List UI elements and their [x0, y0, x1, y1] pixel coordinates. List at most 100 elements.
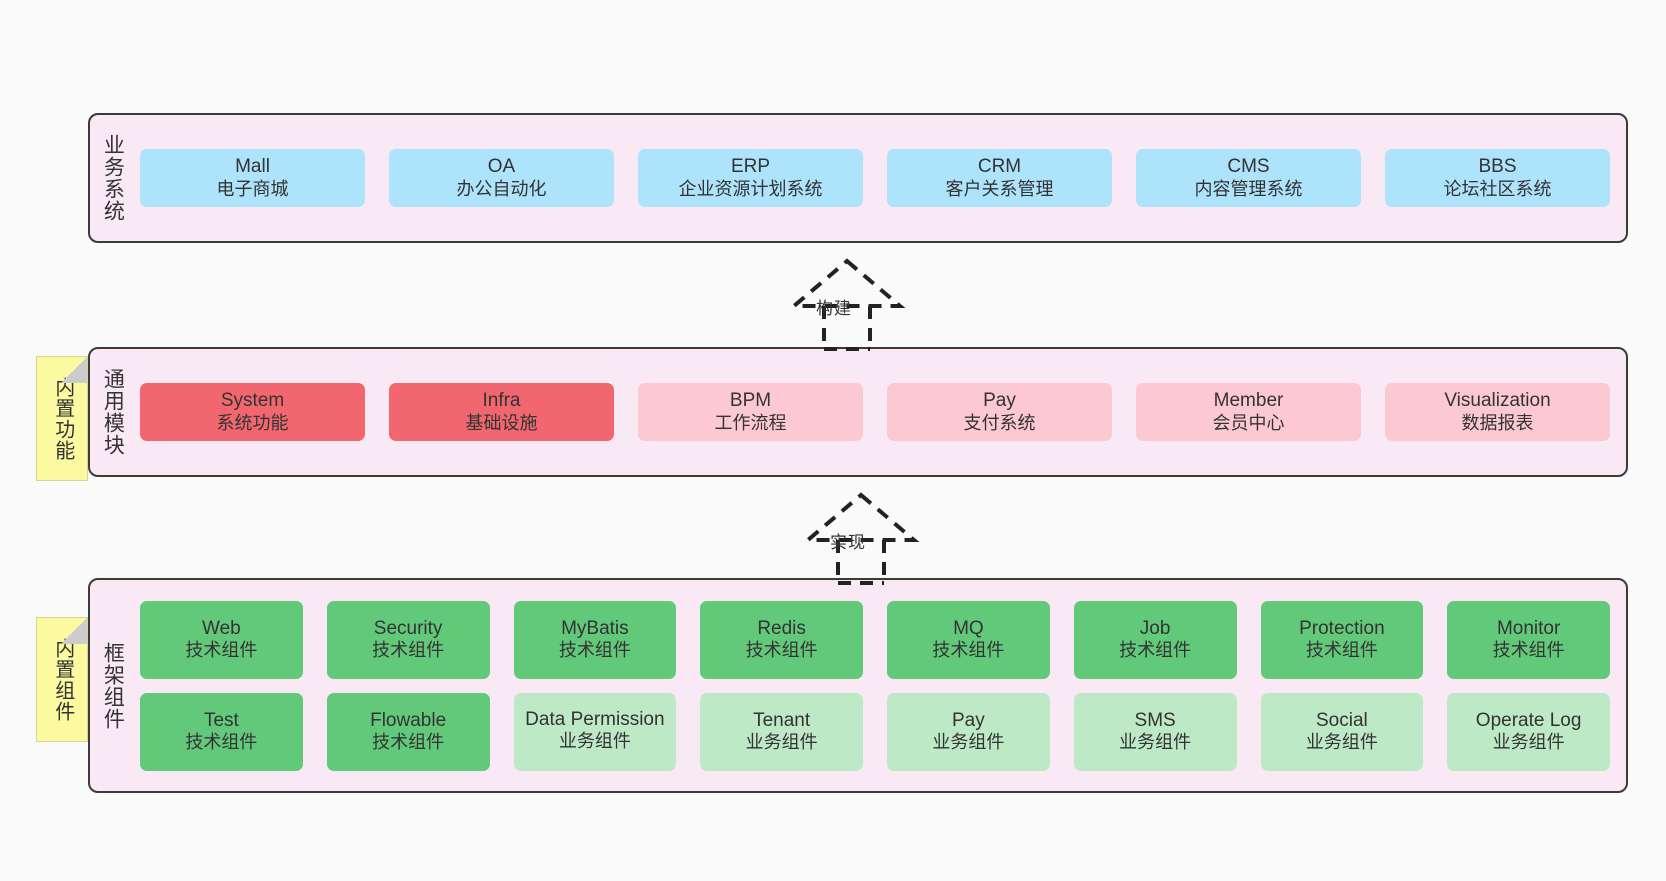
connector-label: 实现 [830, 533, 866, 552]
node-pay-component[interactable]: Pay 业务组件 [887, 692, 1050, 771]
node-subtitle: 技术组件 [185, 732, 258, 753]
node-bbs[interactable]: BBS 论坛社区系统 [1385, 149, 1610, 207]
node-subtitle: 业务组件 [558, 730, 631, 751]
node-security[interactable]: Security 技术组件 [326, 600, 490, 679]
node-title: Job [1139, 617, 1171, 639]
node-subtitle: 电子商城 [216, 178, 289, 199]
node-subtitle: 业务组件 [1119, 732, 1192, 753]
note-builtin-component: 内置组件 [36, 617, 88, 742]
node-protection[interactable]: Protection 技术组件 [1260, 600, 1424, 679]
node-title: Mall [235, 156, 270, 178]
node-subtitle: 技术组件 [1492, 640, 1565, 661]
node-title: BBS [1478, 156, 1517, 178]
node-row: Web 技术组件 Security 技术组件 MyBatis 技术组件 Redi… [140, 600, 1610, 679]
node-flowable[interactable]: Flowable 技术组件 [326, 692, 490, 771]
node-title: Operate Log [1475, 709, 1582, 731]
node-sms[interactable]: SMS 业务组件 [1073, 692, 1237, 771]
node-member[interactable]: Member 会员中心 [1136, 383, 1361, 441]
node-tenant[interactable]: Tenant 业务组件 [700, 692, 863, 771]
node-title: Tenant [753, 709, 811, 731]
node-subtitle: 内容管理系统 [1194, 178, 1303, 199]
node-subtitle: 技术组件 [745, 640, 818, 661]
node-social[interactable]: Social 业务组件 [1260, 692, 1424, 771]
node-subtitle: 系统功能 [216, 412, 289, 433]
node-monitor[interactable]: Monitor 技术组件 [1447, 600, 1610, 679]
node-job[interactable]: Job 技术组件 [1073, 600, 1237, 679]
node-title: ERP [730, 156, 771, 178]
node-title: Protection [1299, 617, 1385, 639]
node-subtitle: 业务组件 [745, 732, 818, 753]
node-system[interactable]: System 系统功能 [140, 383, 365, 441]
node-title: CRM [977, 156, 1022, 178]
node-title: Web [202, 617, 241, 639]
node-subtitle: 技术组件 [185, 640, 258, 661]
node-subtitle: 办公自动化 [456, 178, 547, 199]
node-title: Redis [757, 617, 806, 639]
node-title: Pay [952, 709, 985, 731]
node-subtitle: 会员中心 [1212, 412, 1285, 433]
layer-business-system: 业务系统 Mall 电子商城 OA 办公自动化 ERP 企业资源计划系统 CRM… [88, 113, 1628, 243]
node-title: Pay [983, 390, 1016, 412]
node-title: Flowable [370, 709, 447, 731]
node-infra[interactable]: Infra 基础设施 [389, 383, 614, 441]
node-operate-log[interactable]: Operate Log 业务组件 [1447, 692, 1610, 771]
node-title: CMS [1227, 156, 1270, 178]
node-subtitle: 技术组件 [932, 640, 1005, 661]
node-visualization[interactable]: Visualization 数据报表 [1385, 383, 1610, 441]
node-erp[interactable]: ERP 企业资源计划系统 [638, 149, 863, 207]
node-oa[interactable]: OA 办公自动化 [389, 149, 614, 207]
node-subtitle: 客户关系管理 [945, 178, 1054, 199]
connector-implement: 实现 [766, 489, 956, 585]
node-subtitle: 支付系统 [963, 412, 1036, 433]
node-mybatis[interactable]: MyBatis 技术组件 [513, 600, 677, 679]
node-title: Monitor [1496, 617, 1561, 639]
layer-title-common-module: 通用模块 [101, 368, 125, 456]
node-title: Visualization [1444, 390, 1551, 412]
node-title: OA [487, 156, 516, 178]
node-subtitle: 技术组件 [372, 640, 445, 661]
node-subtitle: 数据报表 [1461, 412, 1534, 433]
node-subtitle: 技术组件 [558, 640, 631, 661]
layer-common-module: 通用模块 System 系统功能 Infra 基础设施 BPM 工作流程 Pay… [88, 347, 1628, 477]
layer-body-common-module: System 系统功能 Infra 基础设施 BPM 工作流程 Pay 支付系统… [134, 349, 1626, 475]
generalization-arrow-icon [788, 258, 906, 351]
node-test[interactable]: Test 技术组件 [140, 692, 303, 771]
layer-body-business: Mall 电子商城 OA 办公自动化 ERP 企业资源计划系统 CRM 客户关系… [134, 115, 1626, 241]
connector-build: 构建 [752, 255, 942, 351]
node-subtitle: 论坛社区系统 [1443, 178, 1552, 199]
node-row: Test 技术组件 Flowable 技术组件 Data Permission … [140, 692, 1610, 771]
node-title: Data Permission [525, 709, 665, 731]
node-mq[interactable]: MQ 技术组件 [887, 600, 1050, 679]
node-subtitle: 技术组件 [1119, 640, 1192, 661]
node-title: MQ [953, 617, 984, 639]
note-builtin-function: 内置功能 [36, 356, 88, 481]
node-mall[interactable]: Mall 电子商城 [140, 149, 365, 207]
node-subtitle: 技术组件 [1305, 640, 1378, 661]
node-title: Member [1213, 390, 1284, 412]
node-subtitle: 业务组件 [1305, 732, 1378, 753]
layer-framework-component: 框架组件 Web 技术组件 Security 技术组件 MyBatis 技术组件… [88, 578, 1628, 793]
node-title: Security [373, 617, 443, 639]
connector-label: 构建 [816, 299, 852, 318]
node-pay-module[interactable]: Pay 支付系统 [887, 383, 1112, 441]
node-title: Infra [482, 390, 521, 412]
generalization-arrow-icon [802, 492, 920, 585]
node-web[interactable]: Web 技术组件 [140, 600, 303, 679]
node-title: SMS [1134, 709, 1176, 731]
node-bpm[interactable]: BPM 工作流程 [638, 383, 863, 441]
node-crm[interactable]: CRM 客户关系管理 [887, 149, 1112, 207]
node-redis[interactable]: Redis 技术组件 [700, 600, 863, 679]
node-cms[interactable]: CMS 内容管理系统 [1136, 149, 1361, 207]
node-title: BPM [729, 390, 772, 412]
layer-body-framework: Web 技术组件 Security 技术组件 MyBatis 技术组件 Redi… [134, 580, 1626, 791]
layer-title-framework: 框架组件 [101, 641, 125, 730]
node-data-permission[interactable]: Data Permission 业务组件 [513, 692, 677, 771]
node-title: MyBatis [561, 617, 629, 639]
node-subtitle: 技术组件 [372, 732, 445, 753]
node-row: Mall 电子商城 OA 办公自动化 ERP 企业资源计划系统 CRM 客户关系… [140, 149, 1610, 207]
node-title: Social [1316, 709, 1368, 731]
node-title: System [220, 390, 285, 412]
node-title: Test [203, 709, 239, 731]
node-subtitle: 业务组件 [932, 732, 1005, 753]
